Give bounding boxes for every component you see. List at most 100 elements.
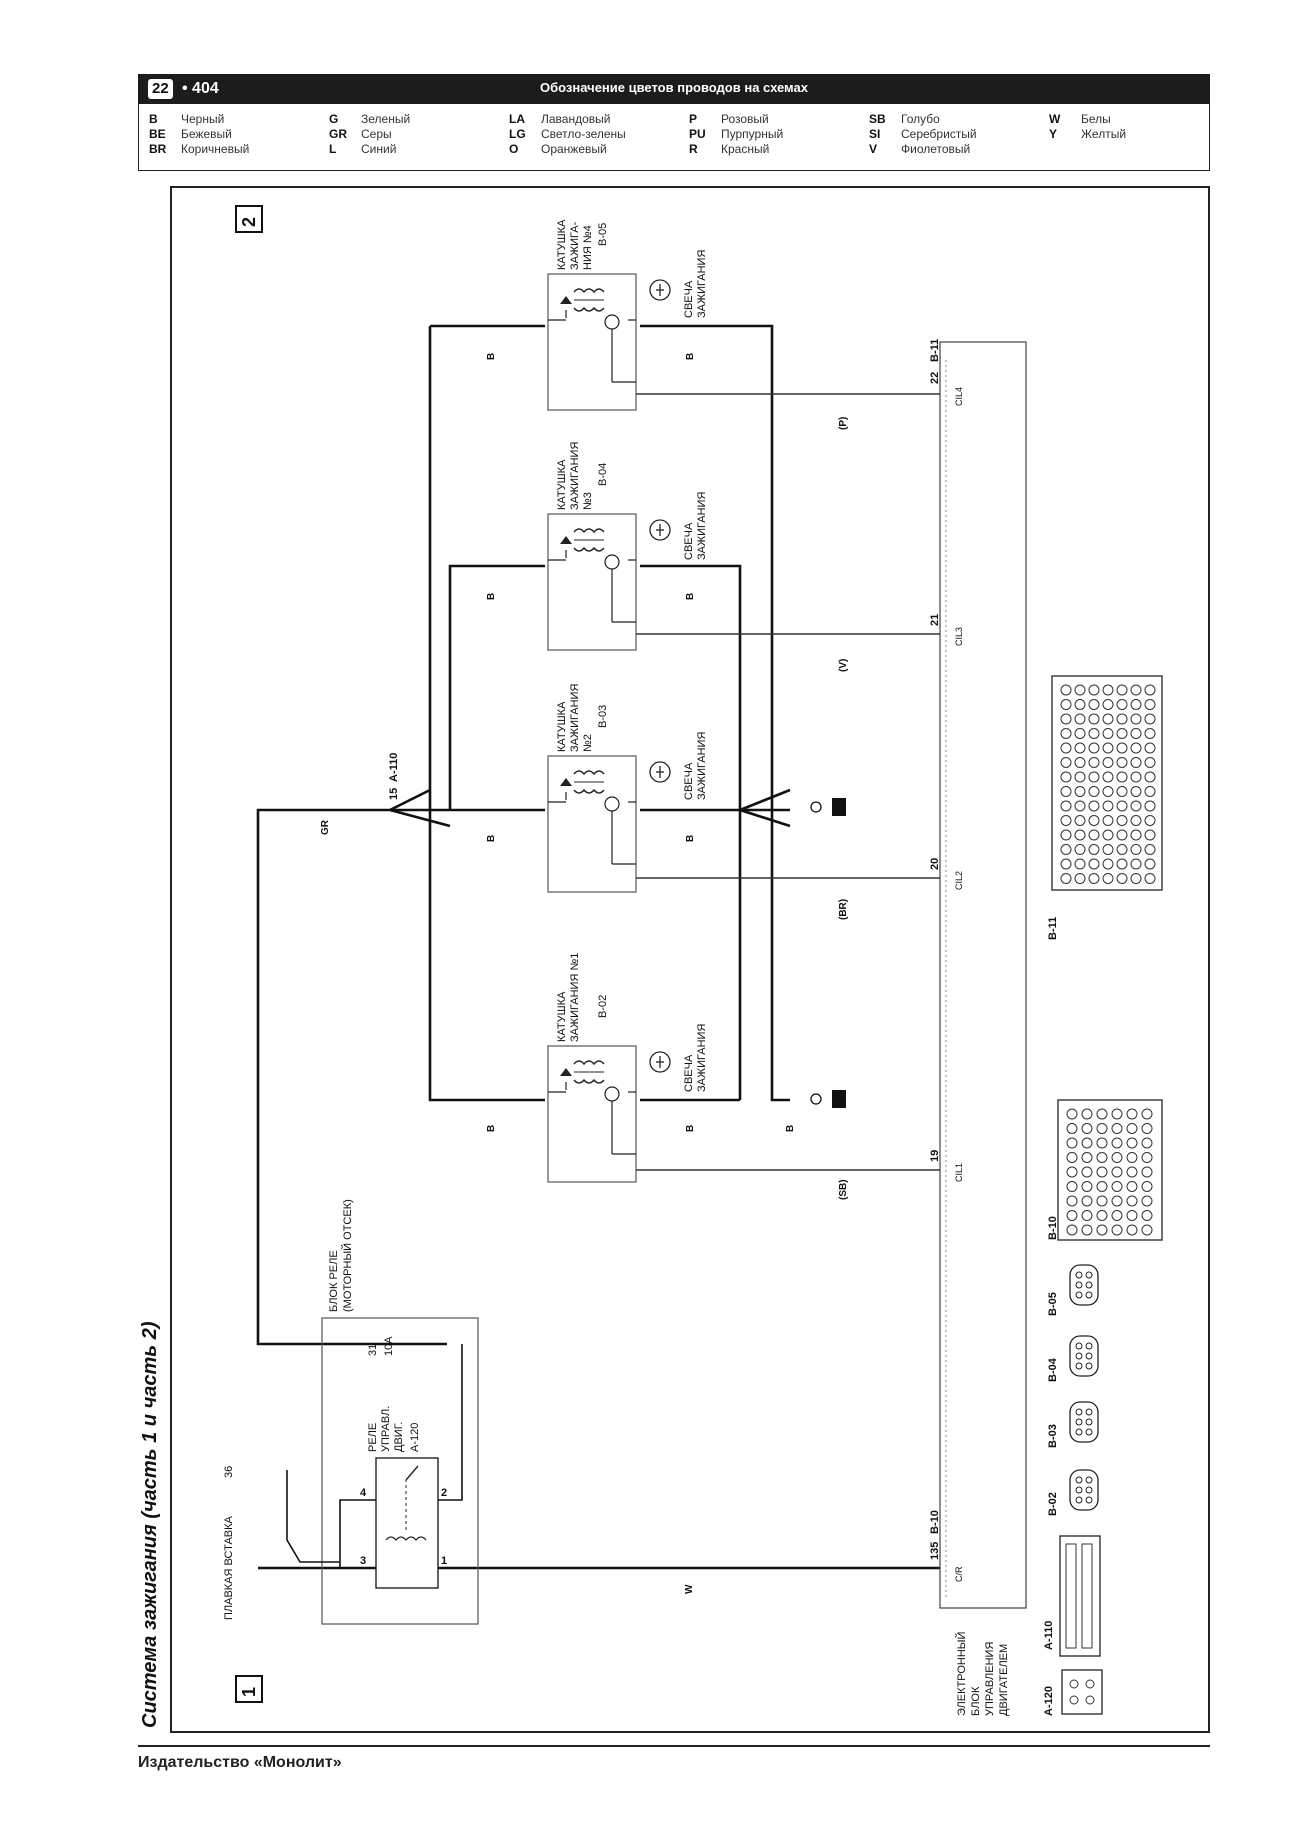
connector-pin (1060, 771, 1072, 783)
wire-tag: B (486, 835, 497, 842)
diagram-title: Система зажигания (часть 1 и часть 2) (139, 1321, 161, 1728)
footer-rule (138, 1745, 1210, 1747)
connector-pin (1060, 844, 1072, 855)
connector-pin (1141, 1195, 1153, 1207)
connector-pin (1074, 742, 1086, 754)
svg-text:B-05: B-05 (1047, 1292, 1059, 1316)
relay-label-3: ДВИГ. (393, 1422, 405, 1452)
diagram-frame (170, 186, 1210, 1733)
ground-icon: 12 (810, 1090, 846, 1108)
spark-label-2: ЗАЖИГАНИЯ (696, 732, 708, 800)
coil2-label-2: ЗАЖИГАНИЯ (569, 684, 581, 752)
wire-tag: B (685, 835, 696, 842)
connector-pin (1144, 757, 1156, 768)
connector-pin (1088, 786, 1100, 797)
ecu-label-4: ДВИГАТЕЛЕМ (998, 1644, 1010, 1716)
part-marker-2: 2 (235, 205, 263, 233)
connector-pin (1116, 786, 1128, 797)
connector-pin (1144, 829, 1156, 841)
connector-pin (1081, 1166, 1093, 1178)
publisher-footer: Издательство «Монолит» (138, 1754, 342, 1771)
connector-pin (1116, 771, 1128, 783)
connector-pin (1141, 1152, 1153, 1163)
connector-pin (1081, 1108, 1093, 1120)
relay-block-box (321, 1317, 479, 1625)
coil1-label-1: КАТУШКА (556, 991, 568, 1042)
connector-pin (1141, 1210, 1153, 1221)
connector-pin (1081, 1137, 1093, 1149)
connector-pin (1116, 757, 1128, 768)
connector-pin (1088, 829, 1100, 841)
spark-label-1: СВЕЧА (683, 522, 695, 560)
wiring (256, 324, 940, 1570)
relay-label-2: УПРАВЛ. (380, 1406, 392, 1452)
part-marker-1: 1 (235, 1675, 263, 1703)
connector-pin (1060, 786, 1072, 797)
connector-pin (1116, 844, 1128, 855)
spark-label-1: СВЕЧА (683, 280, 695, 318)
connector-pin (1141, 1123, 1153, 1134)
cil3-label: CIL3 (954, 627, 964, 646)
connector-pin (1144, 786, 1156, 797)
connector-pin (1060, 728, 1072, 739)
connector-pin (1088, 858, 1100, 870)
connector-pin (1074, 829, 1086, 841)
ecu-connector-b11: B-11 (929, 339, 941, 362)
relay-pin: 1 (441, 1555, 447, 1567)
connector-pin (1060, 699, 1072, 710)
connector-pin (1144, 873, 1156, 884)
ecu-pin-22: 22 (929, 372, 941, 384)
connector-pin (1141, 1137, 1153, 1149)
wire-tag: (BR) (838, 899, 849, 920)
connector-pin (1111, 1152, 1123, 1163)
coil4-label-2: ЗАЖИГА- (569, 221, 581, 270)
wire-tag: (V) (838, 659, 849, 672)
connector-pin (1088, 771, 1100, 783)
connector-pin (1088, 699, 1100, 710)
connector-pin (1102, 771, 1114, 783)
connector-pin (1116, 800, 1128, 812)
spark-plug-icon (649, 761, 671, 783)
connector-pin (1074, 786, 1086, 797)
connector-pin (1096, 1152, 1108, 1163)
ground-label: 12 (833, 1096, 845, 1107)
connector-pin (1130, 699, 1142, 710)
connector-pin (1130, 829, 1142, 841)
connector-pin (1096, 1166, 1108, 1178)
connector-pin (1141, 1166, 1153, 1178)
connector-pin (1102, 757, 1114, 768)
connector-pin (1096, 1195, 1108, 1207)
connector-pin (1126, 1210, 1138, 1221)
connector-pin (1116, 684, 1128, 696)
connector-pin (1088, 757, 1100, 768)
connector-pin (1144, 815, 1156, 826)
relay-box (375, 1457, 439, 1589)
connector-a110-view: A-110 (1043, 1535, 1101, 1657)
ignition-coil-3 (547, 513, 637, 651)
connector-pin (1144, 742, 1156, 754)
connector-pin (1144, 858, 1156, 870)
connector-pin (1081, 1181, 1093, 1192)
coil2-label-1: КАТУШКА (556, 701, 568, 752)
connector-pin (1081, 1123, 1093, 1134)
spark-plug-icon (649, 1051, 671, 1073)
connector-pin (1116, 728, 1128, 739)
connector-pin (1102, 815, 1114, 826)
coil2-label-3: №2 (582, 734, 594, 752)
wire-tag: B (685, 593, 696, 600)
connector-pin (1060, 742, 1072, 754)
connector-pin (1144, 800, 1156, 812)
connector-pin (1074, 873, 1086, 884)
connector-pin (1126, 1108, 1138, 1120)
coil3-label-2: ЗАЖИГАНИЯ (569, 442, 581, 510)
connector-pin (1102, 858, 1114, 870)
junction-pin: 15 (388, 788, 400, 800)
spark-label-2: ЗАЖИГАНИЯ (696, 1024, 708, 1092)
ecu-pin-20: 20 (929, 858, 941, 870)
connector-b03-view: B-03 (1047, 1401, 1099, 1448)
connector-pin (1060, 829, 1072, 841)
connector-pin (1088, 742, 1100, 754)
svg-text:A-110: A-110 (1043, 1621, 1055, 1650)
connector-pin (1126, 1166, 1138, 1178)
connector-pin (1126, 1152, 1138, 1163)
